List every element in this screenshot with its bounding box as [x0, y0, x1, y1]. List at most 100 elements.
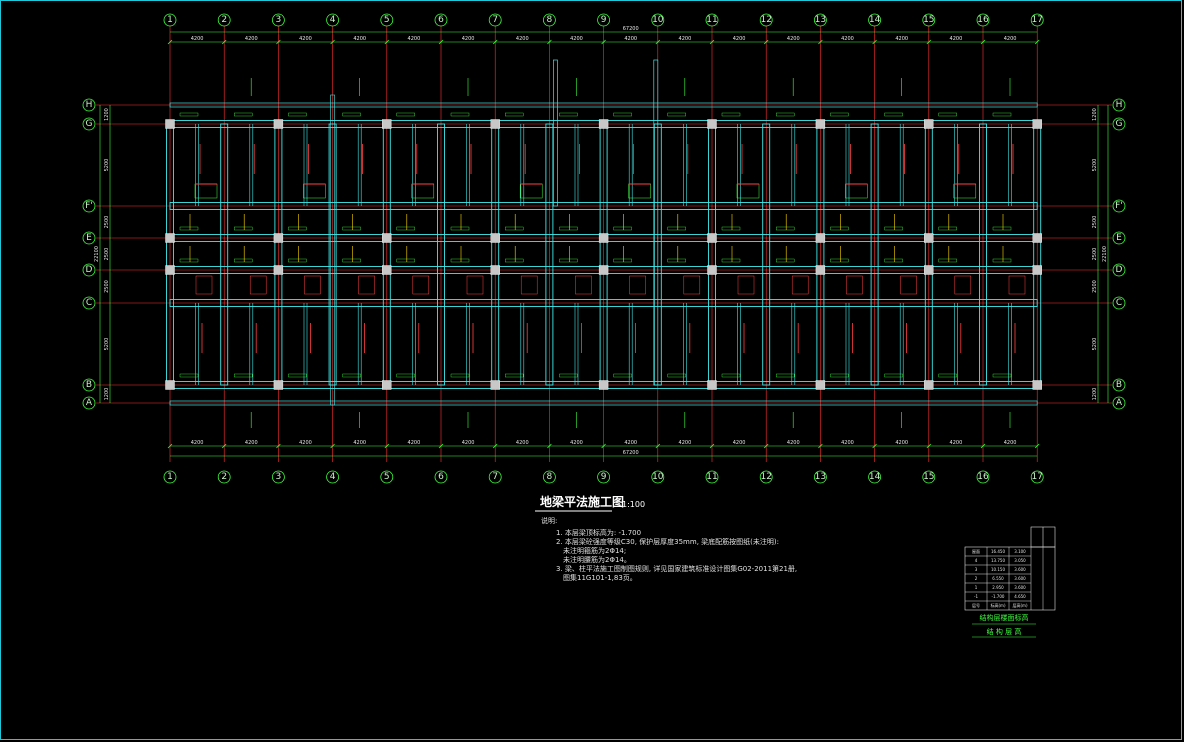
axis-bubble-col: [271, 470, 285, 484]
dimension-tick: [384, 443, 390, 449]
beam-label-mark: [233, 258, 253, 263]
axis-label-col: 15: [923, 472, 934, 482]
beam-horizontal: [169, 202, 1038, 210]
beam-label-mark: [884, 258, 903, 263]
beam-label-mark: [233, 373, 253, 378]
axis-bubble-col: [651, 13, 665, 27]
axis-label-col: 13: [815, 15, 826, 25]
column: [382, 265, 392, 275]
dimension-tick: [655, 443, 661, 449]
axis-bubble-col: [868, 470, 881, 484]
axis-bubble-col: [868, 13, 881, 27]
dimension-text: 4200: [462, 36, 475, 42]
section-detail-mark: [520, 275, 538, 295]
column: [490, 380, 500, 390]
table-cell: 4: [975, 558, 978, 563]
dimension-tick: [709, 443, 715, 449]
axis-bubble-col: [163, 470, 177, 484]
table-cell: 3.100: [1014, 549, 1026, 554]
beam-label-mark: [667, 373, 686, 378]
column: [924, 265, 934, 275]
table-cell: 1: [975, 585, 978, 590]
axis-bubble-col: [271, 13, 285, 27]
beam-label-mark: [613, 373, 632, 378]
table-caption: 结构层楼面标高: [980, 613, 1029, 622]
axis-bubble-row: [82, 98, 96, 112]
dimension-text: 4200: [895, 36, 908, 42]
dimension-text: 4200: [408, 440, 421, 446]
axis-label-col: 4: [330, 15, 336, 25]
dimension-total-text-v: 22100: [94, 246, 100, 262]
dimension-text: 4200: [950, 36, 963, 42]
section-detail-mark: [249, 275, 267, 295]
axis-label-col: 9: [601, 472, 607, 482]
table-cell: 3.050: [1014, 558, 1026, 563]
dimension-text: 4200: [679, 36, 692, 42]
column: [707, 380, 717, 390]
dimension-tick: [818, 443, 823, 449]
axis-label-col: 16: [977, 472, 989, 482]
beam-label-mark: [342, 112, 361, 117]
axis-label-col: 8: [547, 472, 553, 482]
dimension-tick: [872, 443, 877, 449]
column: [707, 265, 717, 275]
axis-bubble-col: [814, 470, 827, 484]
axis-label-row: F': [1115, 201, 1123, 211]
dimension-tick: [872, 39, 877, 45]
beam-label-mark: [559, 258, 578, 263]
beam-label-mark: [613, 226, 632, 231]
annotations: [179, 78, 1026, 428]
beam-vertical: [870, 123, 879, 386]
axis-bubble-col: [380, 13, 394, 27]
axis-label-col: 12: [760, 15, 771, 25]
axis-bubble-row: [82, 117, 96, 131]
beam-label-mark: [884, 226, 903, 231]
dimension-text: 4200: [624, 440, 637, 446]
dimension-text: 4200: [733, 36, 746, 42]
beam-vertical: [762, 123, 771, 386]
beam-label-mark: [613, 112, 632, 117]
axis-bubble-row: [82, 296, 96, 310]
dimension-tick: [601, 443, 606, 449]
dimension-tick: [167, 39, 173, 45]
column: [1032, 265, 1042, 275]
axis-bubble-row: [1112, 199, 1126, 213]
beam-label-mark: [559, 226, 578, 231]
axis-bubble-row: [82, 231, 96, 245]
column: [165, 119, 175, 129]
beam-vertical: [220, 123, 229, 386]
axis-bubble-col: [488, 13, 502, 27]
axis-label-col: 7: [492, 472, 498, 482]
table-cell: 3: [975, 567, 978, 572]
beam-label-mark: [505, 258, 524, 263]
dimension-tick: [926, 443, 932, 449]
column: [815, 380, 826, 390]
dimension-tick: [547, 39, 552, 45]
table-cell: -1: [974, 594, 978, 599]
dimension-tick: [330, 443, 335, 449]
dimension-total-text: 67200: [623, 26, 639, 32]
table-cell: 3.600: [1014, 576, 1026, 581]
beam-label-mark: [992, 112, 1012, 117]
beam-label-mark: [288, 226, 307, 231]
beam-label-mark: [179, 373, 199, 378]
dimension-tick: [1034, 443, 1040, 449]
section-detail-mark: [195, 275, 213, 295]
dimension-tick: [547, 443, 552, 449]
dimension-text: 4200: [191, 440, 204, 446]
axis-bubble-col: [922, 13, 936, 27]
column: [598, 380, 609, 390]
dimension-text-v: 1200: [1092, 388, 1098, 401]
axis-label-col: 3: [276, 472, 282, 482]
notes-heading: 说明:: [541, 516, 557, 525]
beam-label-mark: [342, 226, 361, 231]
column: [815, 119, 826, 129]
dimension-tick: [384, 39, 390, 45]
beam-label-mark: [450, 112, 470, 117]
axis-label-row: G: [86, 119, 93, 129]
axis-label-col: 5: [384, 15, 390, 25]
axis-bubble-row: [82, 199, 96, 213]
table-cell: 4.650: [1014, 594, 1026, 599]
